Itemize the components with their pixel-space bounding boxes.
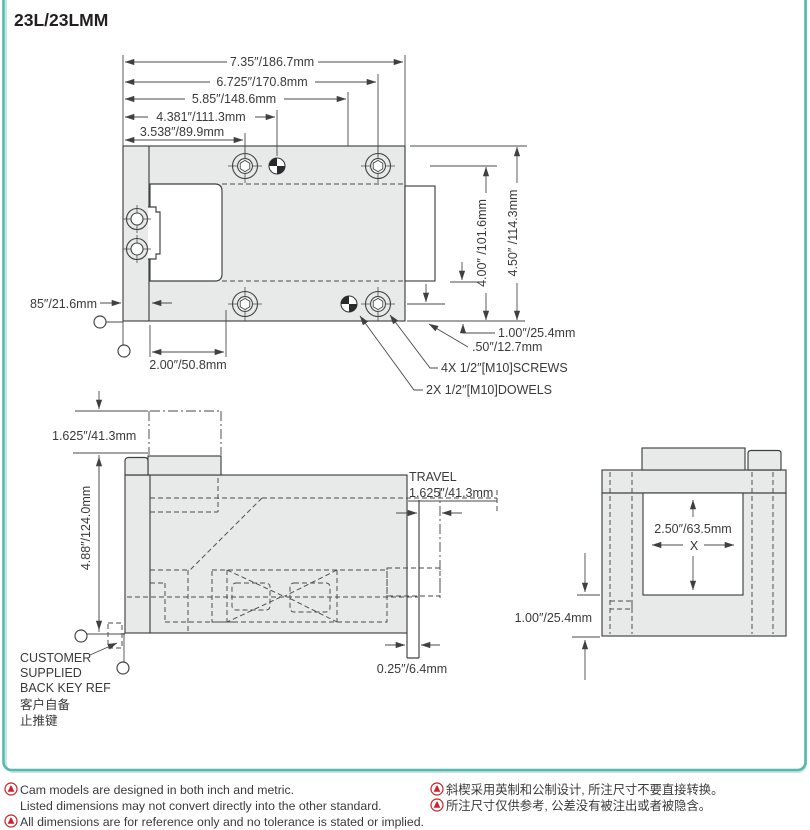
balloon-circle (116, 661, 130, 675)
dim-3-538: 3.538″/89.9mm (140, 125, 224, 139)
travel-value: 1.625″/41.3mm (409, 486, 493, 500)
balloon-circle (93, 315, 107, 329)
datum-target-icon (268, 157, 286, 175)
footnote-en-1: Cam models are designed in both inch and… (20, 783, 294, 797)
dim-0-25: 0.25″/6.4mm (377, 662, 447, 676)
side-view: 1.625″/41.3mm 4.88″/124.0mm TRAVEL 1.625… (20, 391, 498, 728)
end-view: 2.50″/63.5mm X 1.00″/25.4mm (515, 447, 787, 680)
dim-5-85: 5.85″/148.6mm (192, 92, 276, 106)
callout-dowels: 2X 1/2″[M10]DOWELS (426, 383, 552, 397)
dim-x: X (690, 539, 699, 553)
dim-7-35: 7.35″/186.7mm (230, 55, 314, 69)
alert-note-icon (4, 814, 18, 828)
dim-1-625-left: 1.625″/41.3mm (52, 429, 136, 443)
svg-text:BACK KEY REF: BACK KEY REF (20, 681, 111, 695)
dim-6-725: 6.725″/170.8mm (216, 75, 307, 89)
travel-label: TRAVEL (409, 470, 457, 484)
footnote-zh-2: 所注尺寸仅供参考, 公差没有被注出或者被隐含。 (446, 798, 711, 813)
footnote-zh-1: 斜楔采用英制和公制设计, 所注尺寸不要直接转换。 (446, 782, 723, 797)
back-key-note: CUSTOMER SUPPLIED BACK KEY REF 客户自备 止推键 (20, 651, 111, 728)
top-dimension-lines (124, 58, 404, 144)
dim-4-00: 4.00″ /101.6mm (475, 199, 489, 287)
dim-1-00-end: 1.00″/25.4mm (515, 611, 592, 625)
svg-text:SUPPLIED: SUPPLIED (20, 666, 82, 680)
page-title: 23L/23LMM (14, 10, 108, 30)
dim-2-50: 2.50″/63.5mm (654, 522, 731, 536)
dim-0-85: 85″/21.6mm (30, 297, 97, 311)
top-view: 7.35″/186.7mm 6.725″/170.8mm 5.85″/148.6… (30, 55, 575, 397)
dim-4-381: 4.381″/111.3mm (156, 110, 245, 124)
dim-1-00-top: 1.00″/25.4mm (498, 326, 575, 340)
svg-text:CUSTOMER: CUSTOMER (20, 651, 91, 665)
dim-4-88: 4.88″/124.0mm (79, 486, 93, 570)
balloon-circle (74, 629, 88, 643)
footnote-en-2: Listed dimensions may not convert direct… (20, 799, 382, 813)
svg-text:客户自备: 客户自备 (20, 697, 71, 712)
svg-text:止推键: 止推键 (20, 714, 58, 728)
callout-screws: 4X 1/2″[M10]SCREWS (441, 361, 568, 375)
page-border (2, 0, 807, 773)
alert-note-icon (4, 782, 18, 796)
hidden-cam-lines (127, 478, 498, 633)
dim-2-00: 2.00″/50.8mm (149, 358, 226, 372)
footnotes: Cam models are designed in both inch and… (4, 782, 723, 829)
alert-note-icon (430, 798, 444, 812)
datum-target-icon (340, 295, 358, 313)
balloon-circle (117, 344, 131, 358)
alert-note-icon (430, 782, 444, 796)
footnote-en-3: All dimensions are for reference only an… (20, 815, 424, 829)
dim-0-50: .50″/12.7mm (472, 340, 542, 354)
dim-4-50: 4.50″ /114.3mm (506, 190, 520, 277)
